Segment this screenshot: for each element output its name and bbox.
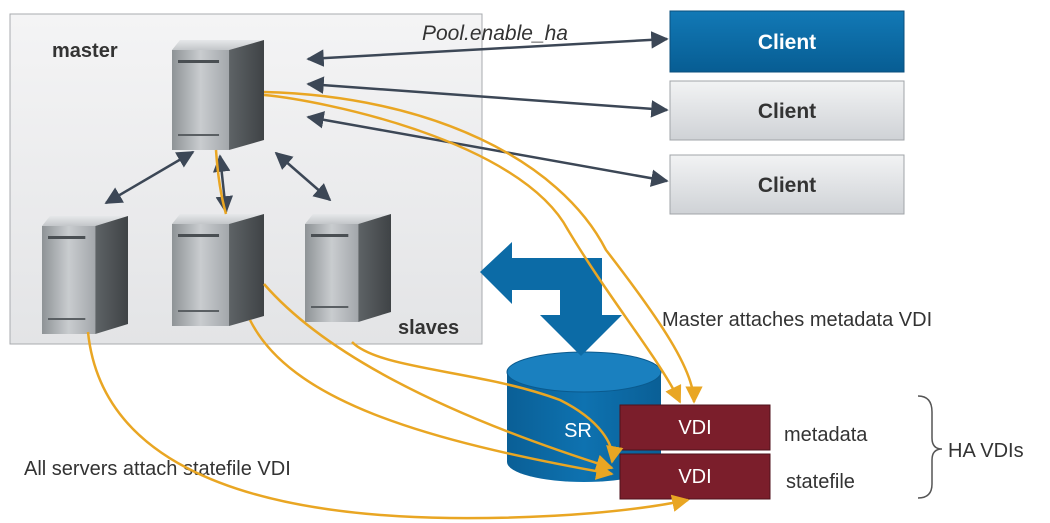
ha-vdis-brace [917, 395, 943, 499]
client-link-2 [306, 76, 669, 118]
slave-right-to-statefile-arrow [351, 341, 624, 464]
master-to-metadata-arrow-a [263, 90, 703, 404]
pool-links [104, 150, 332, 214]
vdi-statefile-role: statefile [786, 471, 855, 493]
slave-middle-to-statefile-arrow-b [248, 319, 614, 480]
master-attach-annotation: Master attaches metadata VDI [662, 309, 932, 331]
vdi-metadata-label: VDI [678, 417, 711, 439]
ha-vdis-label: HA VDIs [948, 440, 1024, 462]
client-2[interactable]: Client [669, 80, 905, 141]
client-3[interactable]: Client [669, 154, 905, 215]
vdi-statefile[interactable]: VDI [619, 453, 771, 500]
master-label: master [52, 40, 118, 62]
slave-left-to-statefile-arrow [86, 331, 690, 520]
client-link-1 [306, 31, 669, 67]
api-call-label: Pool.enable_ha [422, 22, 568, 45]
client-1-label: Client [758, 31, 816, 54]
sr-label: SR [564, 420, 592, 442]
slave-middle-to-statefile-arrow-a [263, 283, 614, 472]
master-slave-link-left [104, 150, 195, 205]
slave-server-icon-right [305, 214, 391, 322]
master-to-metadata-arrow-b [263, 93, 682, 404]
client-3-label: Client [758, 174, 816, 197]
vdi-metadata-role: metadata [784, 424, 868, 446]
client-1[interactable]: Client [669, 10, 905, 73]
slave-server-icon-middle [172, 214, 264, 326]
master-slave-link-middle [212, 154, 234, 214]
master-slave-link-right [274, 151, 332, 202]
vdi-metadata[interactable]: VDI [619, 404, 771, 451]
client-2-label: Client [758, 100, 816, 123]
client-1-box [669, 10, 905, 73]
client-3-box [669, 154, 905, 215]
storage-arrow [480, 242, 622, 356]
vdi-statefile-label: VDI [678, 466, 711, 488]
all-attach-annotation: All servers attach statefile VDI [24, 458, 291, 480]
master-down-arrow [214, 149, 228, 215]
client-link-3 [306, 111, 669, 187]
client-2-box [669, 80, 905, 141]
slave-server-icon-left [42, 216, 128, 334]
client-links [306, 31, 669, 187]
attach-arrows [86, 90, 703, 520]
slaves-label: slaves [398, 317, 459, 339]
master-server-icon [172, 40, 264, 150]
